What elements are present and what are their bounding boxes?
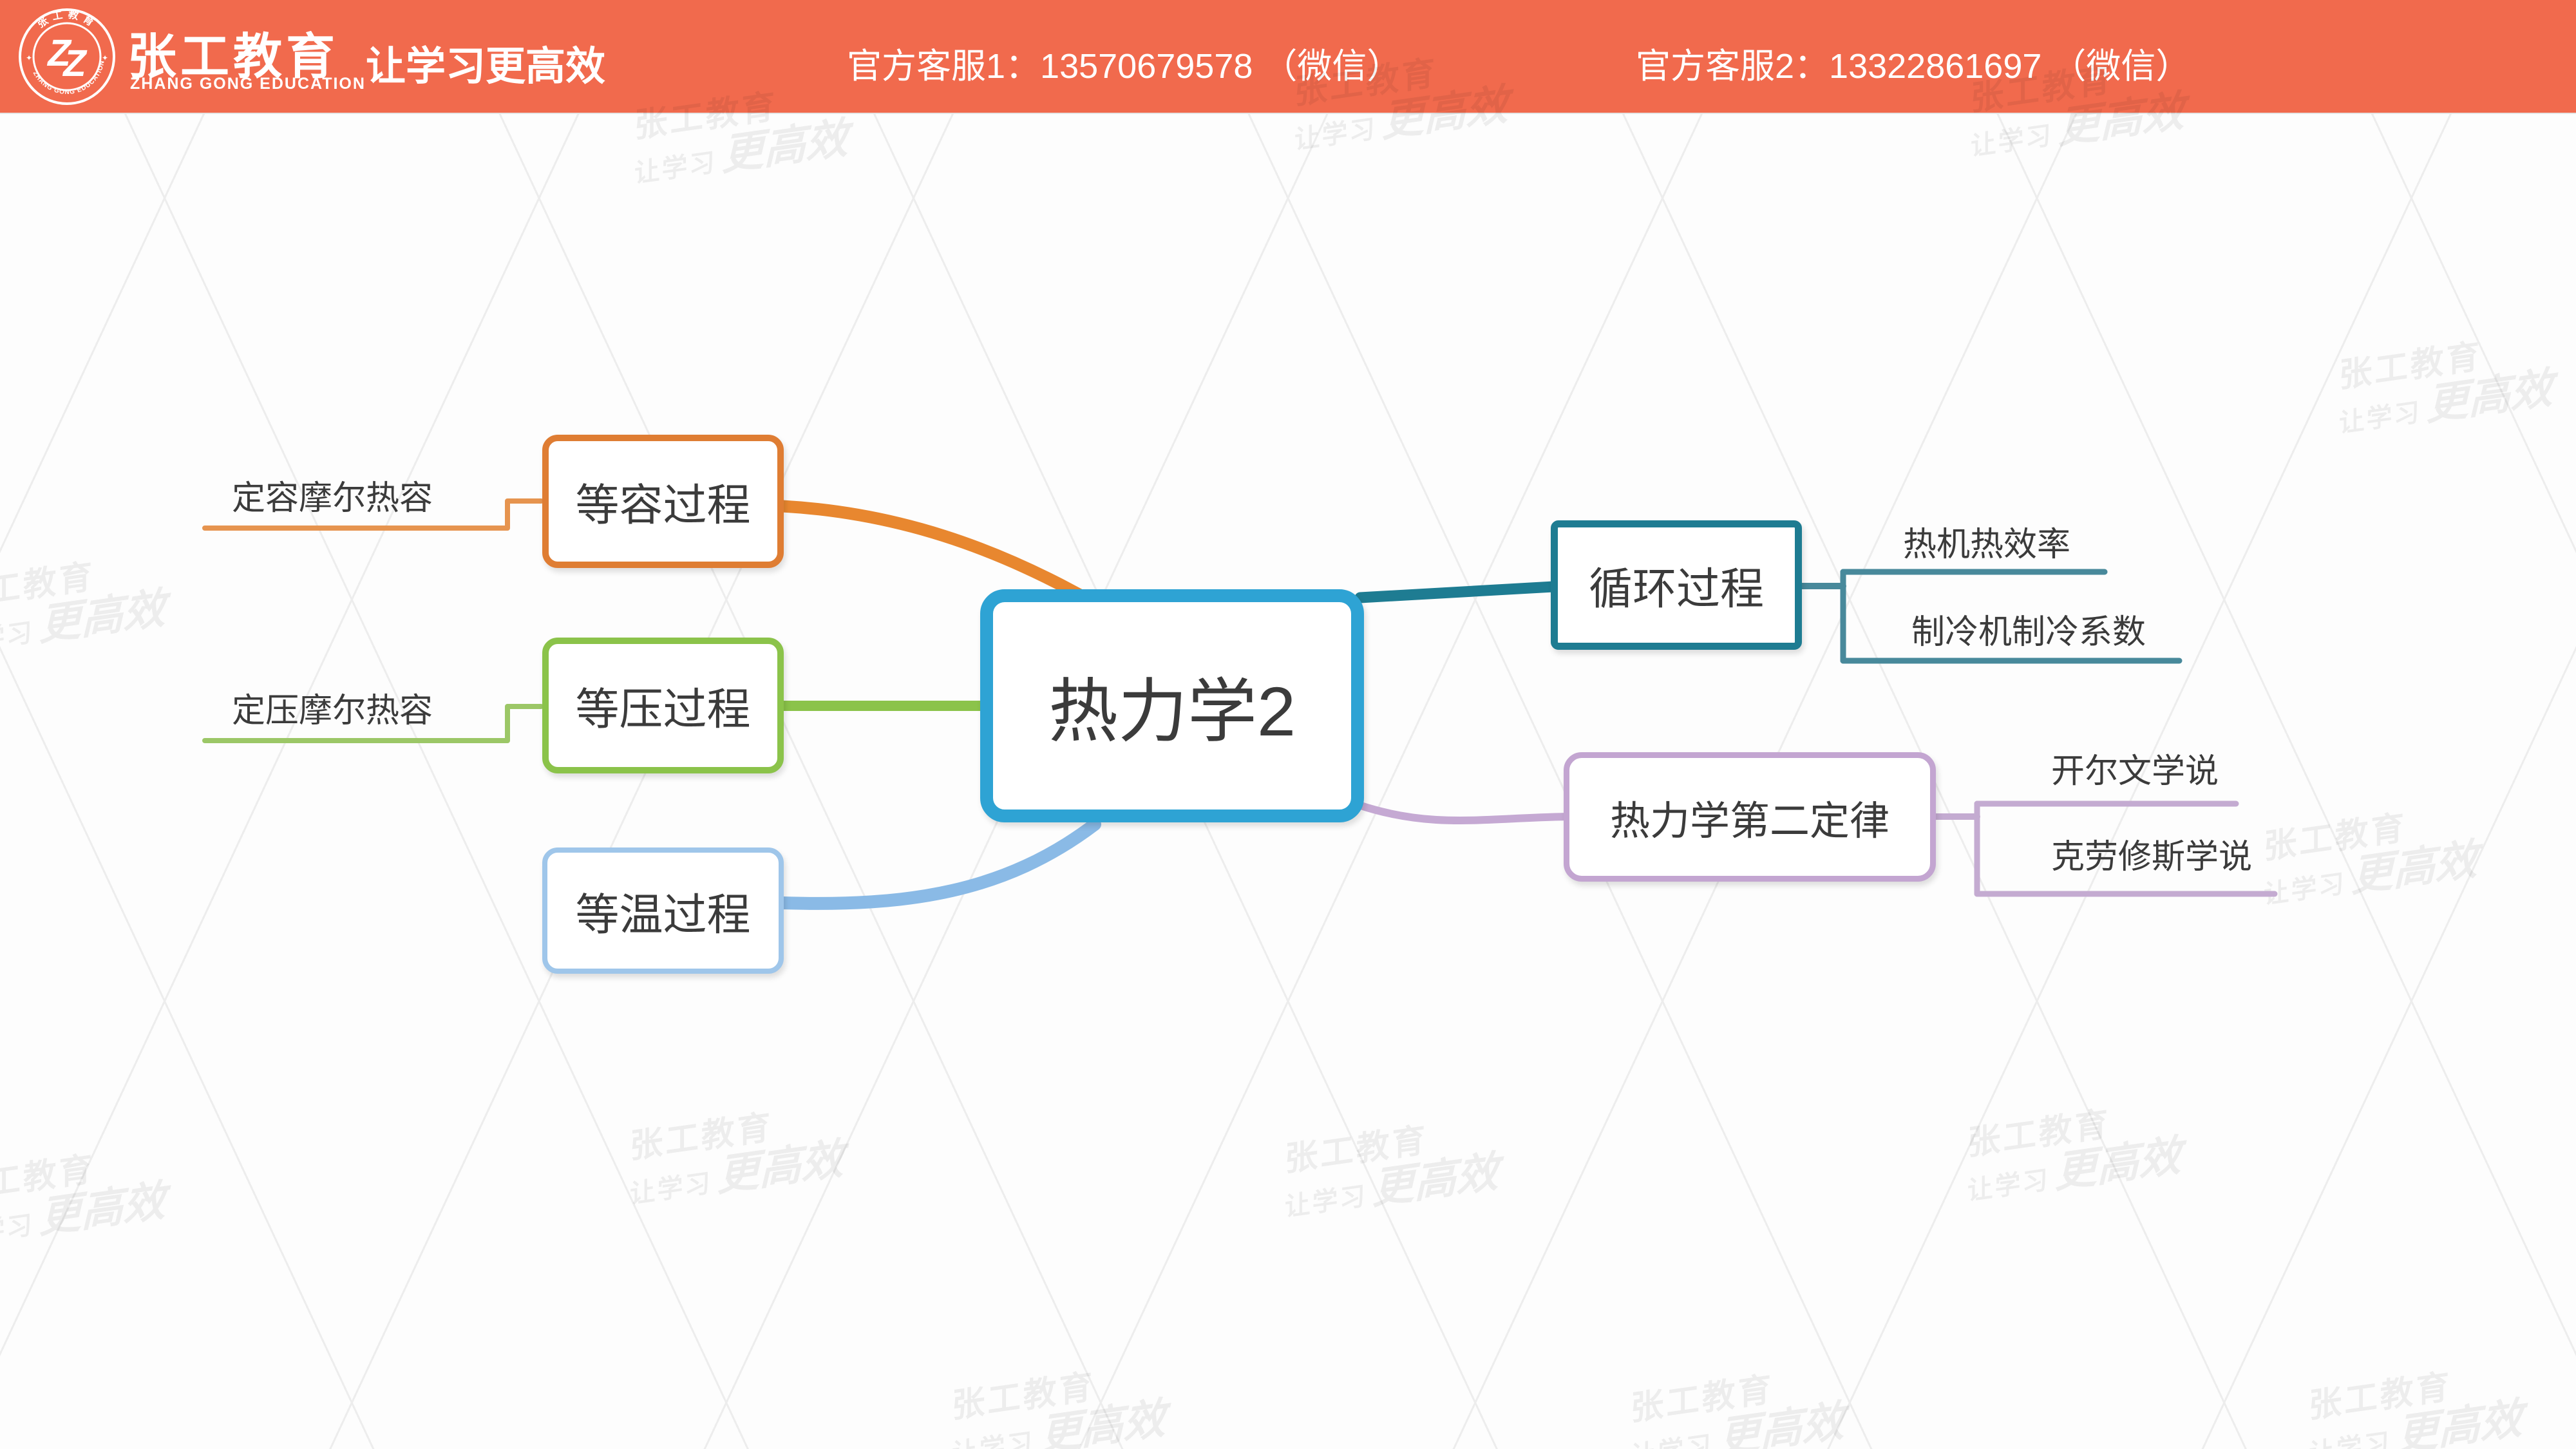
connector-root-secondlaw (1355, 801, 1573, 824)
leaf-kelvin-statement[interactable]: 开尔文学说 (2051, 753, 2219, 790)
svg-text:✦: ✦ (102, 53, 108, 62)
brand-logo-icon: 张工教育 ZHANG GONG EDUCATION Z Z ✦ ✦ (19, 8, 115, 105)
header-bar: 张工教育 ZHANG GONG EDUCATION Z Z ✦ ✦ 张工教育 Z… (0, 0, 2576, 114)
connector-root-cycle (1354, 581, 1559, 603)
svg-text:✦: ✦ (26, 53, 32, 62)
node-isobaric-process[interactable]: 等压过程 (542, 638, 784, 773)
node-isothermal-process[interactable]: 等温过程 (542, 848, 784, 974)
underline-cv-molar-heat (202, 498, 544, 531)
brand-slogan: 让学习更高效 (366, 44, 606, 89)
node-root-thermodynamics2[interactable]: 热力学2 (980, 589, 1364, 822)
brand-title: 张工教育 (128, 30, 339, 84)
customer-service-2: 官方客服2：13322861697 （微信） (1636, 47, 2191, 86)
leaf-cv-molar-heat[interactable]: 定容摩尔热容 (232, 480, 433, 517)
brand-subtitle: ZHANG GONG EDUCATION (130, 75, 366, 93)
leaf-clausius-statement[interactable]: 克劳修斯学说 (2051, 838, 2253, 876)
leaf-refrigerator-cop[interactable]: 制冷机制冷系数 (1911, 614, 2146, 651)
svg-text:Z: Z (62, 43, 88, 84)
leaf-heat-engine-efficiency[interactable]: 热机热效率 (1903, 526, 2071, 564)
underline-cp-molar-heat (202, 704, 544, 743)
node-cycle-process[interactable]: 循环过程 (1551, 520, 1802, 650)
customer-service-1: 官方客服1：13570679578 （微信） (847, 47, 1402, 86)
node-second-law[interactable]: 热力学第二定律 (1564, 752, 1936, 882)
node-isochoric-process[interactable]: 等容过程 (542, 435, 784, 568)
connector-root-isothermal (776, 818, 1101, 910)
connector-root-isochoric (776, 500, 1103, 611)
leaf-cp-molar-heat[interactable]: 定压摩尔热容 (232, 692, 433, 730)
svg-text:Z: Z (46, 32, 72, 74)
